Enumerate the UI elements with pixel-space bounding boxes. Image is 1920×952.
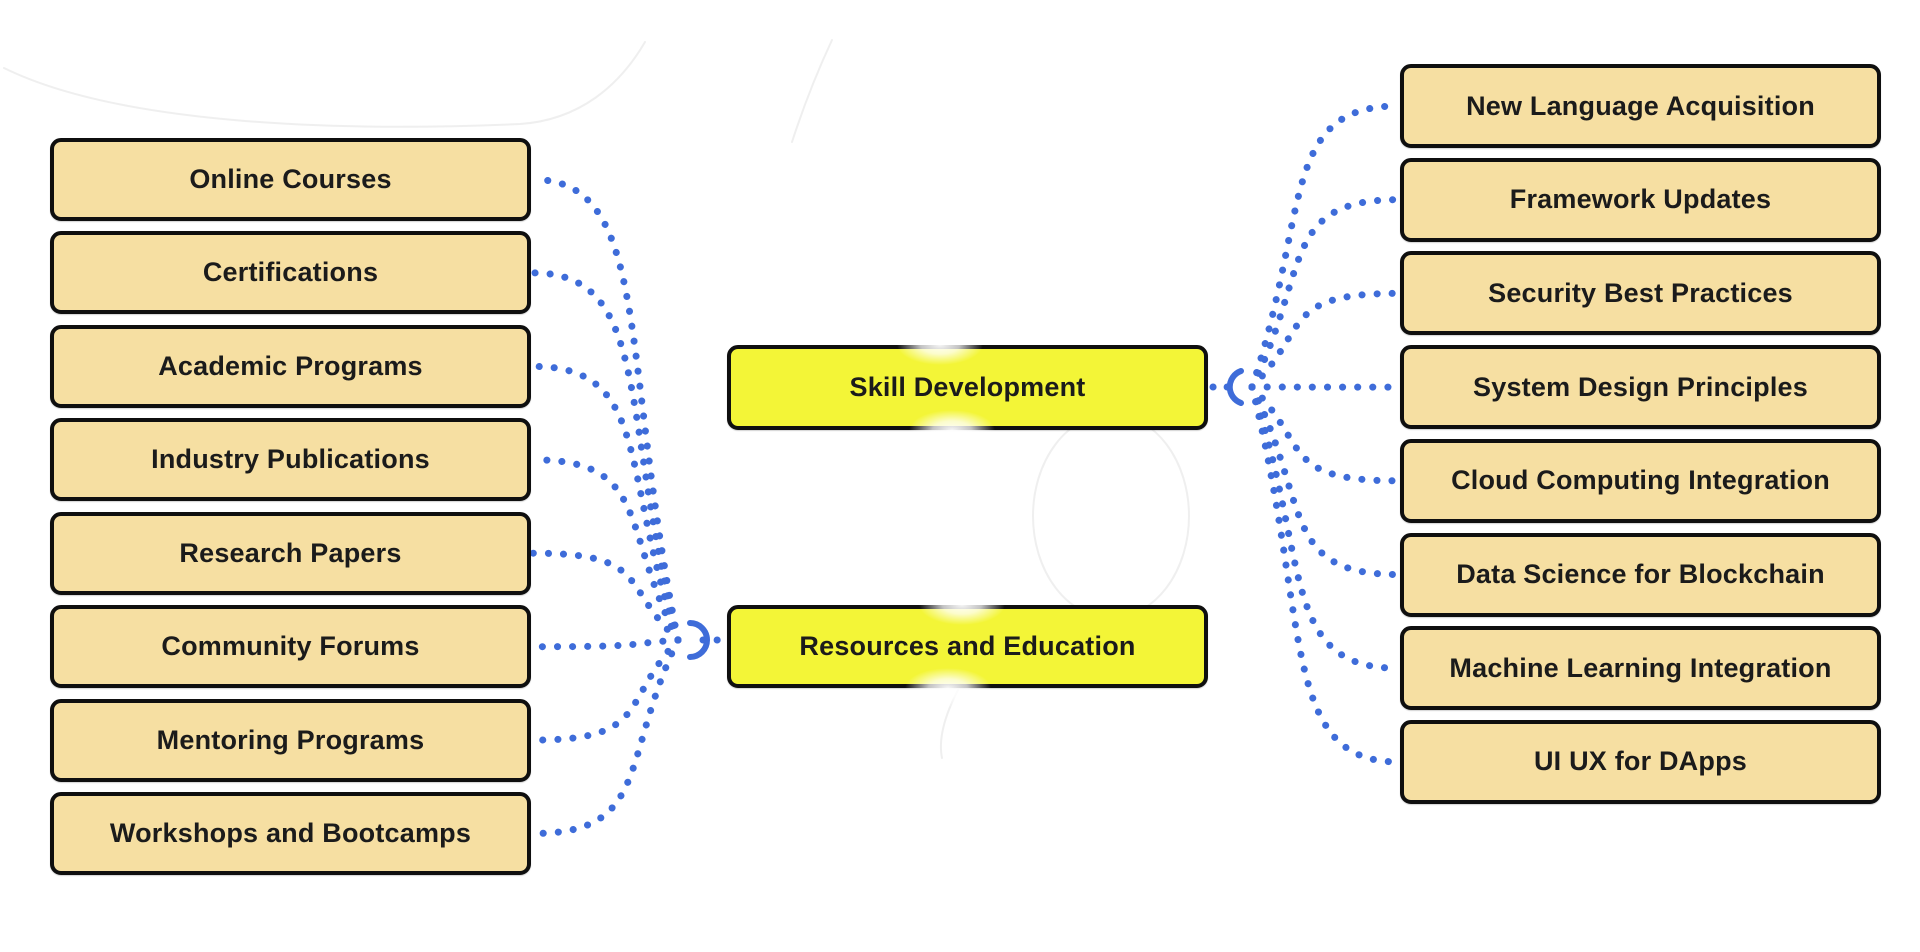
node-label: Skill Development <box>849 372 1086 402</box>
node-online-courses[interactable]: Online Courses <box>50 138 531 221</box>
fan-arc <box>1226 368 1244 406</box>
node-label: Academic Programs <box>158 350 423 381</box>
node-skill-development[interactable]: Skill Development <box>727 345 1208 430</box>
node-industry-publications[interactable]: Industry Publications <box>50 418 531 502</box>
node-label: System Design Principles <box>1473 371 1808 402</box>
node-data-science-for-blockchain[interactable]: Data Science for Blockchain <box>1400 532 1881 617</box>
node-label: Data Science for Blockchain <box>1456 559 1825 589</box>
edge-skill-development-to-new-language-acquisition <box>1248 102 1402 391</box>
edge-resources-and-education-to-mentoring-programs <box>529 636 682 744</box>
fan-arc <box>687 620 710 660</box>
node-label: Framework Updates <box>1509 184 1772 215</box>
node-certifications[interactable]: Certifications <box>50 231 531 315</box>
sketch-line <box>791 39 833 143</box>
node-label: Workshops and Bootcamps <box>109 818 472 848</box>
edge-skill-development-to-security-best-practices <box>1248 289 1402 391</box>
node-research-papers[interactable]: Research Papers <box>50 511 531 595</box>
node-label: Cloud Computing Integration <box>1451 465 1830 496</box>
edge-skill-development-to-data-science-for-blockchain <box>1248 383 1402 578</box>
edge-skill-development-to-ui-ux-for-dapps <box>1248 383 1402 766</box>
node-label: Certifications <box>202 257 379 288</box>
node-label: New Language Acquisition <box>1466 90 1815 121</box>
node-label: Research Papers <box>179 537 402 568</box>
node-academic-programs[interactable]: Academic Programs <box>50 324 531 408</box>
node-community-forums[interactable]: Community Forums <box>50 605 531 689</box>
node-security-best-practices[interactable]: Security Best Practices <box>1400 251 1881 336</box>
sketch-line <box>1032 413 1191 619</box>
sketch-line <box>939 689 959 759</box>
edge-resources-and-education-to-industry-publications <box>529 456 682 644</box>
node-new-language-acquisition[interactable]: New Language Acquisition <box>1400 64 1881 148</box>
node-ui-ux-for-dapps[interactable]: UI UX for DApps <box>1400 719 1881 804</box>
node-system-design-principles[interactable]: System Design Principles <box>1400 345 1881 430</box>
node-resources-and-education[interactable]: Resources and Education <box>727 605 1208 688</box>
node-framework-updates[interactable]: Framework Updates <box>1400 157 1881 242</box>
node-machine-learning-integration[interactable]: Machine Learning Integration <box>1400 626 1881 711</box>
node-label: Online Courses <box>189 164 392 194</box>
node-workshops-and-bootcamps[interactable]: Workshops and Bootcamps <box>50 792 531 875</box>
edge-resources-and-education-to-community-forums <box>529 636 682 651</box>
edge-resources-and-education-to-online-courses <box>529 176 682 644</box>
node-label: Machine Learning Integration <box>1449 652 1832 683</box>
node-label: Security Best Practices <box>1488 277 1793 308</box>
node-label: Community Forums <box>161 631 420 662</box>
sketch-line <box>3 41 646 128</box>
node-label: Resources and Education <box>799 631 1136 661</box>
node-mentoring-programs[interactable]: Mentoring Programs <box>50 698 531 782</box>
edge-skill-development-to-machine-learning-integration <box>1248 383 1402 672</box>
node-label: Mentoring Programs <box>156 724 425 755</box>
node-cloud-computing-integration[interactable]: Cloud Computing Integration <box>1400 438 1881 523</box>
edge-resources-and-education-to-certifications <box>529 269 682 644</box>
edge-skill-development-to-framework-updates <box>1248 196 1402 391</box>
edge-resources-and-education-to-workshops-and-bootcamps <box>529 636 682 837</box>
node-label: Industry Publications <box>151 444 430 475</box>
node-label: UI UX for DApps <box>1533 746 1747 777</box>
edge-skill-development-to-cloud-computing-integration <box>1248 383 1402 485</box>
